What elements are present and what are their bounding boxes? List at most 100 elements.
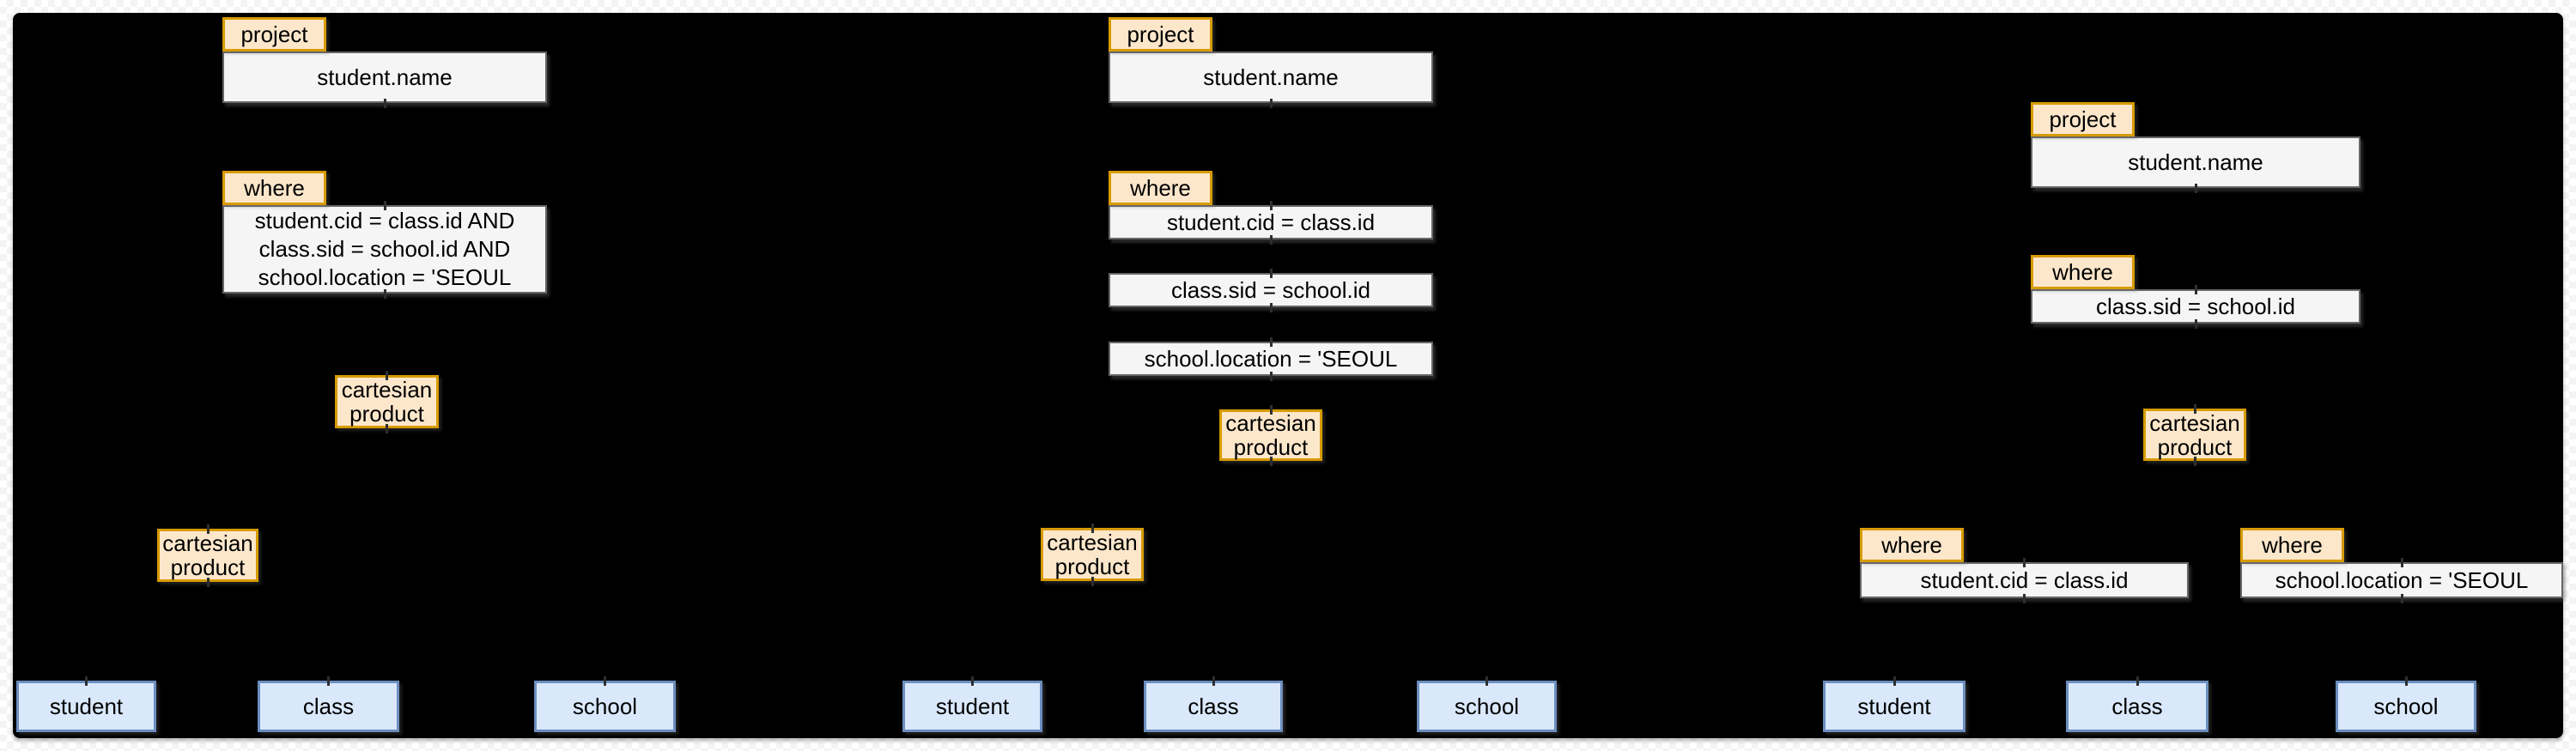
edge-stub	[383, 200, 386, 210]
table-school-label: school	[2373, 693, 2439, 719]
edge-stub	[1269, 98, 1273, 108]
project-tag: project	[1109, 17, 1212, 51]
edge-stub	[2193, 403, 2196, 414]
table-student: student	[16, 681, 156, 732]
selection-condition-box: school.location = 'SEOUL	[1109, 342, 1433, 376]
edge-stub	[2022, 593, 2026, 603]
edge-stub	[1269, 456, 1273, 466]
edge-stub	[1212, 675, 1215, 686]
table-class: class	[258, 681, 399, 732]
edge-stub	[1269, 336, 1273, 347]
edge-stub	[1091, 523, 1094, 533]
project-tag-label: project	[2049, 106, 2117, 132]
table-student: student	[902, 681, 1042, 732]
edge-stub	[383, 288, 386, 299]
table-student: student	[1823, 681, 1965, 732]
where-tag: where	[2031, 255, 2135, 289]
edge-stub	[1269, 302, 1273, 312]
edge-stub	[385, 423, 388, 433]
edge-stub	[2400, 557, 2403, 567]
cartesian-product-box-label: cartesian	[341, 377, 433, 403]
where-tag: where	[222, 171, 326, 205]
selection-condition-box: class.sid = school.id	[1109, 273, 1433, 307]
cartesian-product-box-label: product	[1054, 554, 1130, 579]
selection-condition-box-label: school.location = 'SEOUL	[1144, 345, 1398, 372]
projection-attribute-box-label: student.name	[317, 64, 453, 90]
selection-condition-box-label: class.sid = school.id	[2096, 293, 2295, 319]
edge-stub	[2022, 557, 2026, 567]
edge-stub	[1893, 675, 1896, 686]
projection-attribute-box: student.name	[2031, 136, 2360, 188]
selection-condition-box: class.sid = school.id	[2031, 289, 2360, 324]
where-tag: where	[1860, 528, 1964, 562]
selection-condition-box-label: student.cid = class.id AND	[254, 208, 515, 233]
edge-stub	[326, 675, 330, 686]
projection-attribute-box-label: student.name	[1203, 64, 1339, 90]
edge-stub	[2136, 675, 2139, 686]
where-tag-label: where	[1881, 531, 1942, 558]
project-tag-label: project	[240, 21, 308, 47]
table-school: school	[534, 681, 676, 732]
edge-stub	[1269, 404, 1273, 415]
edge-stub	[1269, 234, 1273, 245]
selection-condition-box-label: student.cid = class.id	[1920, 566, 2129, 593]
table-class-label: class	[1188, 693, 1239, 719]
cartesian-product-box-label: product	[1233, 434, 1309, 460]
table-student-label: student	[49, 693, 124, 719]
table-class-label: class	[2111, 693, 2163, 719]
where-tag: where	[2240, 528, 2344, 562]
where-tag-label: where	[2262, 531, 2323, 558]
edge-stub	[385, 370, 388, 380]
edge-stub	[84, 675, 88, 686]
cartesian-product-box-label: product	[2157, 433, 2233, 460]
table-school-label: school	[572, 693, 638, 719]
edge-stub	[1269, 200, 1273, 210]
project-tag-label: project	[1127, 21, 1194, 47]
where-tag-label: where	[244, 174, 305, 201]
table-class-label: class	[302, 693, 355, 719]
projection-attribute-box-label: student.name	[2128, 148, 2263, 175]
edge-stub	[2193, 456, 2196, 466]
table-school: school	[2336, 681, 2476, 732]
table-student-label: student	[935, 693, 1010, 719]
selection-condition-box-label: school.location = 'SEOUL	[2275, 566, 2529, 593]
project-tag: project	[222, 17, 326, 51]
edge-stub	[603, 675, 606, 686]
edge-stub	[1091, 576, 1094, 586]
table-school-label: school	[1454, 693, 1520, 719]
cartesian-product-box-label: cartesian	[2149, 409, 2240, 436]
edge-stub	[1485, 675, 1488, 686]
table-student-label: student	[1857, 693, 1931, 719]
edge-stub	[2404, 675, 2408, 686]
edge-stub	[970, 675, 974, 686]
table-class: class	[2066, 681, 2208, 732]
edge-stub	[2194, 183, 2197, 193]
where-tag: where	[1109, 171, 1212, 205]
table-class: class	[1144, 681, 1283, 732]
edge-stub	[2194, 284, 2197, 294]
cartesian-product-box-label: product	[170, 554, 246, 580]
projection-attribute-box: student.name	[1109, 51, 1433, 103]
cartesian-product-box-label: cartesian	[1047, 530, 1138, 555]
edge-stub	[206, 524, 210, 534]
selection-condition-box-label: class.sid = school.id	[1171, 276, 1370, 303]
edge-stub	[1269, 371, 1273, 381]
selection-condition-box: school.location = 'SEOUL	[2240, 562, 2563, 598]
selection-condition-box-label: school.location = 'SEOUL	[258, 264, 512, 290]
cartesian-product-box-label: cartesian	[1225, 410, 1316, 436]
edge-stub	[206, 577, 210, 587]
selection-condition-box-label: student.cid = class.id	[1166, 209, 1376, 235]
where-tag-label: where	[1130, 174, 1191, 201]
cartesian-product-box-label: cartesian	[162, 530, 253, 556]
edge-stub	[1269, 268, 1273, 278]
where-tag-label: where	[2052, 258, 2113, 285]
edge-stub	[383, 98, 386, 108]
